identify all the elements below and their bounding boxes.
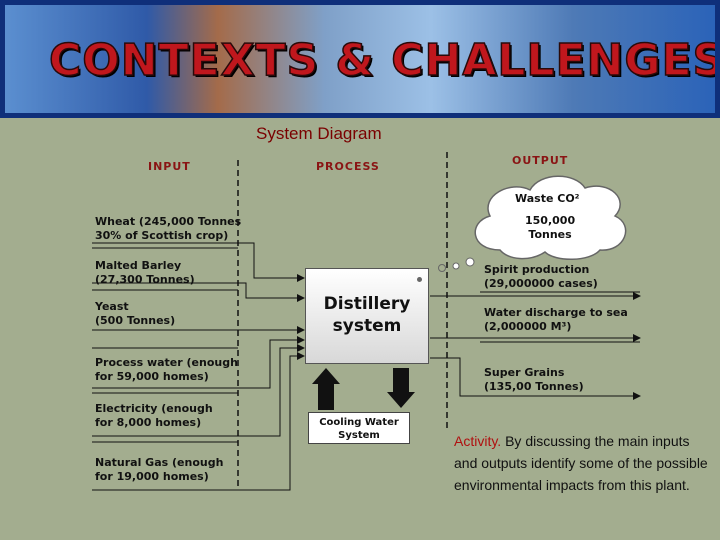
banner-photo-collage: CONTEXTS & CHALLENGES bbox=[5, 5, 715, 113]
output-spirit: Spirit production(29,000000 cases) bbox=[484, 263, 598, 290]
waste-cloud bbox=[474, 175, 627, 260]
process-header: PROCESS bbox=[316, 160, 380, 173]
input-arrow-barley bbox=[92, 282, 305, 302]
activity-text: Activity. By discussing the main inputs … bbox=[454, 430, 714, 496]
cooling-water-box: Cooling Water System bbox=[308, 412, 410, 444]
input-arrow-water bbox=[92, 336, 305, 389]
process-line1: Distillery bbox=[323, 294, 411, 314]
process-line2: system bbox=[332, 316, 402, 336]
cooling-arrow-down bbox=[387, 368, 415, 408]
header-banner: CONTEXTS & CHALLENGES bbox=[0, 0, 720, 118]
output-header: OUTPUT bbox=[512, 154, 569, 167]
distillery-system-box: Distillery system bbox=[305, 268, 429, 364]
activity-heading: Activity. bbox=[454, 433, 502, 449]
cooling-arrow-up bbox=[312, 368, 340, 410]
input-arrow-wheat bbox=[92, 242, 305, 282]
diagram-title: System Diagram bbox=[256, 124, 382, 143]
input-arrow-electricity bbox=[92, 344, 305, 437]
input-yeast: Yeast(500 Tonnes) bbox=[95, 300, 176, 327]
activity-body: By discussing the main inputs and output… bbox=[454, 433, 708, 493]
cloud-title: Waste CO² bbox=[515, 192, 580, 205]
input-arrow-gas bbox=[92, 352, 305, 491]
input-barley: Malted Barley(27,300 Tonnes) bbox=[95, 259, 195, 286]
output-water-discharge: Water discharge to sea(2,000000 M³) bbox=[484, 306, 628, 333]
banner-title: CONTEXTS & CHALLENGES bbox=[48, 34, 715, 87]
input-header: INPUT bbox=[148, 160, 191, 173]
output-arrow-grains bbox=[430, 357, 641, 400]
box-dot-icon bbox=[417, 277, 422, 282]
output-super-grains: Super Grains(135,00 Tonnes) bbox=[484, 366, 584, 393]
